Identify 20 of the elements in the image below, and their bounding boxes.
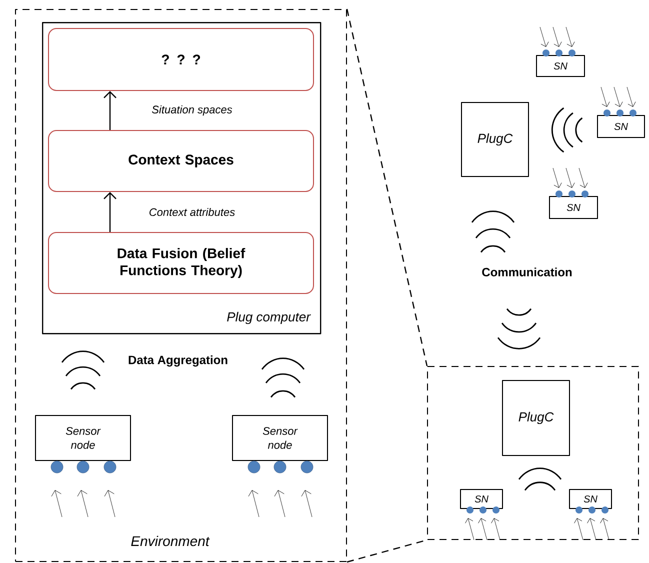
sensor-node: SN	[460, 489, 503, 540]
sensor-node: SN	[569, 489, 612, 540]
computer-box: PlugC	[502, 380, 570, 456]
edge-label: Situation spaces	[152, 105, 232, 116]
sensor-node: SN	[597, 86, 645, 138]
arrow	[104, 91, 116, 130]
computer-box: PlugC	[461, 102, 529, 177]
layer-box: Context Spaces	[48, 130, 314, 192]
sensor-node: SN	[549, 168, 598, 219]
sensor-node: SN	[536, 26, 585, 77]
zoom-line	[346, 8, 428, 366]
sensor-node: Sensor node	[35, 415, 131, 518]
caption-label: Data Aggregation	[128, 355, 228, 367]
dashed-frame	[427, 366, 639, 540]
layer-box: Data Fusion (Belief Functions Theory)	[48, 232, 314, 294]
arrow	[104, 192, 116, 232]
edge-label: Context attributes	[150, 208, 235, 216]
layer-box: ? ? ?	[48, 28, 314, 91]
caption-label: Communication	[482, 268, 572, 276]
sensor-node: Sensor node	[232, 415, 328, 518]
